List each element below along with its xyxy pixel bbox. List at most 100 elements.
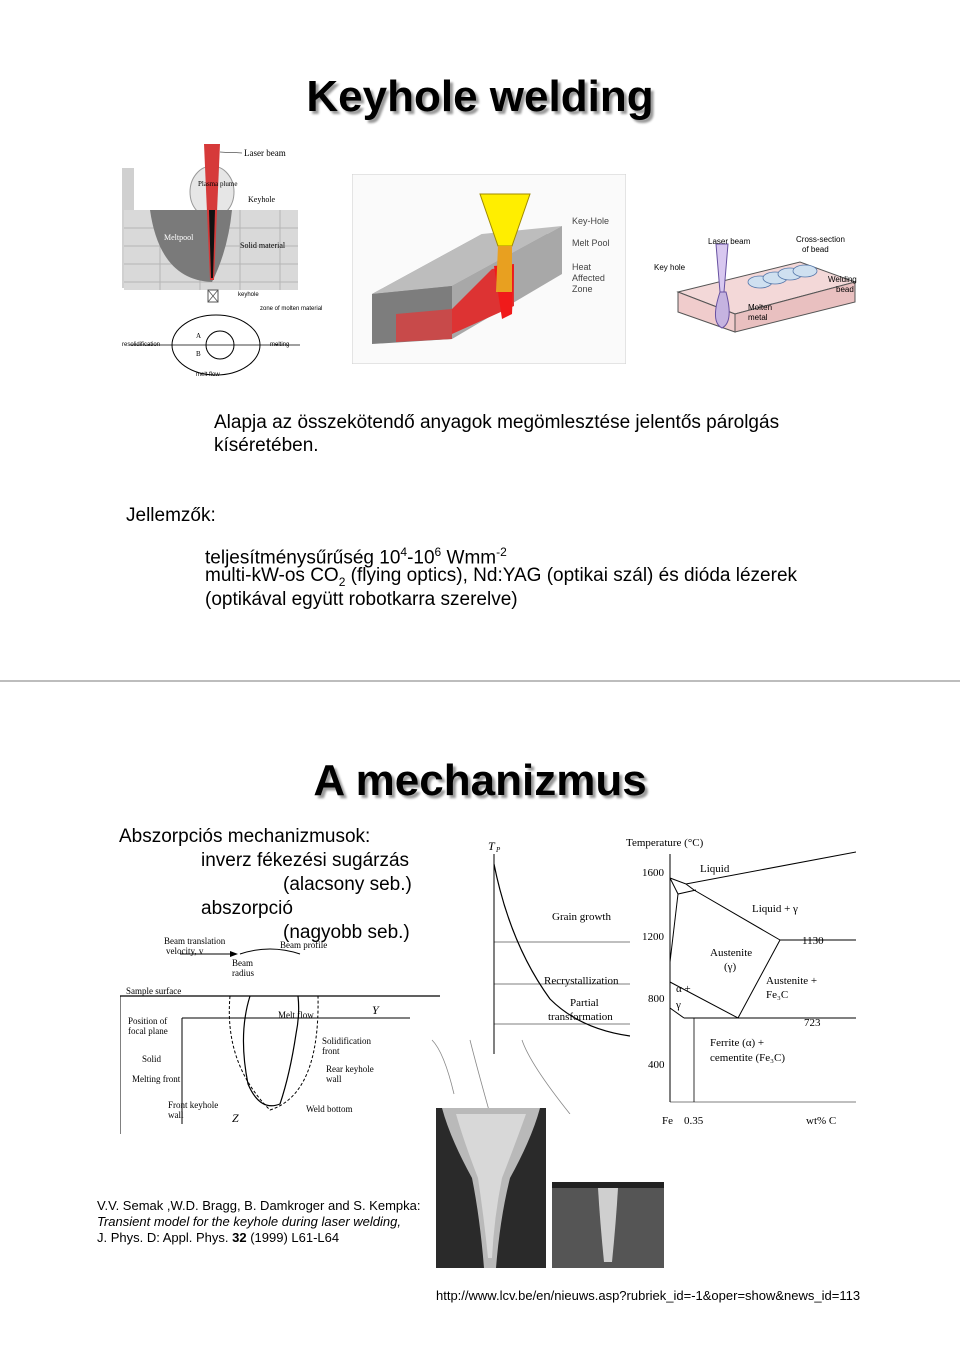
weld-micrograph-large <box>436 1108 546 1268</box>
slide-title: Keyhole welding <box>0 72 960 122</box>
label-solidification-2: front <box>322 1046 340 1056</box>
label-melt-flow: melt flow <box>196 372 220 378</box>
label-resolidification: resolidification <box>122 342 160 348</box>
label-zone-molten: zone of molten material <box>260 306 322 312</box>
label-grain-growth: Grain growth <box>552 911 611 923</box>
intro-line-1: Alapja az összekötendő anyagok megömlesz… <box>214 411 779 434</box>
label-cross-section-2: of bead <box>802 245 829 254</box>
label-beam-translation: Beam translation <box>164 936 226 946</box>
label-sample-surface: Sample surface <box>126 986 181 996</box>
label-laser-beam-3: Laser beam <box>708 237 751 246</box>
label-solid-material: Solid material <box>240 241 286 250</box>
label-partial-1: Partial <box>570 997 599 1009</box>
reference-title: Transient model for the keyhole during l… <box>97 1214 401 1230</box>
label-key-hole: Key-Hole <box>572 216 609 226</box>
label-rear-wall-2: wall <box>326 1074 342 1084</box>
label-z-axis: Z <box>232 1111 239 1125</box>
tick-400: 400 <box>648 1059 665 1071</box>
label-front-wall-1: Front keyhole <box>168 1100 218 1110</box>
reference-journal: J. Phys. D: Appl. Phys. 32 (1999) L61-L6… <box>97 1230 339 1246</box>
tick-1130: 1130 <box>802 935 824 947</box>
label-welding-bead-2: bead <box>836 285 854 294</box>
temperature-profile-figure: T P Grain growth Recrystallization Parti… <box>430 824 630 1114</box>
label-tp-sub: P <box>495 846 501 854</box>
tick-800: 800 <box>648 993 665 1005</box>
fe-c-phase-diagram: Temperature (°C) Liquid Liquid + γ Auste… <box>624 832 856 1132</box>
weld-micrograph-small <box>552 1182 664 1268</box>
label-molten-1: Molten <box>748 303 772 312</box>
slide-keyhole-welding: Keyhole welding Laser beam Plasma plume … <box>0 0 960 682</box>
label-melting: melting <box>270 342 289 348</box>
reference-journal-name: J. Phys. D: Appl. Phys. <box>97 1230 232 1245</box>
label-position-1: Position of <box>128 1016 167 1026</box>
label-rear-wall-1: Rear keyhole <box>326 1064 374 1074</box>
label-recrystallization: Recrystallization <box>544 975 619 987</box>
label-keyhole: Keyhole <box>248 195 276 204</box>
reference-authors: V.V. Semak ,W.D. Bragg, B. Damkroger and… <box>97 1198 420 1214</box>
label-wt-c: wt% C <box>806 1115 836 1127</box>
label-beam-radius-1: Beam <box>232 958 253 968</box>
label-melt-pool: Melt Pool <box>572 238 610 248</box>
keyhole-3d-figure: Key-Hole Melt Pool Heat Affected Zone <box>352 174 626 364</box>
reference-pages: (1999) L61-L64 <box>247 1230 340 1245</box>
label-front-wall-2: wall <box>168 1110 184 1120</box>
slide-mechanism: A mechanizmus Abszorpciós mechanizmusok:… <box>0 684 960 1367</box>
reference-volume: 32 <box>232 1230 246 1245</box>
label-velocity: velocity, v <box>166 946 204 956</box>
label-b: B <box>196 350 201 358</box>
intro-line-2: kíséretében. <box>214 434 319 457</box>
label-ferrite-2: cementite (Fe₃C) <box>710 1052 785 1064</box>
label-solidification-1: Solidification <box>322 1036 371 1046</box>
feature1-exp3: -2 <box>496 545 507 559</box>
source-url[interactable]: http://www.lcv.be/en/nieuws.asp?rubriek_… <box>436 1288 860 1304</box>
tick-1200: 1200 <box>642 931 665 943</box>
feature-robot: (optikával együtt robotkarra szerelve) <box>205 588 518 611</box>
label-beam-profile: Beam profile <box>280 940 327 950</box>
label-liquid: Liquid <box>700 863 730 875</box>
absorption-item-1-note: (alacsony seb.) <box>283 873 412 896</box>
label-solid: Solid <box>142 1054 162 1064</box>
label-austenite-fe3c-1: Austenite + <box>766 975 817 987</box>
keyhole-schematic-figure: Laser beam Plasma plume Keyhole Meltpool… <box>120 140 340 380</box>
label-melt-flow-2: Melt flow <box>278 1010 314 1020</box>
label-ferrite-1: Ferrite (α) + <box>710 1037 764 1049</box>
label-molten-2: metal <box>748 313 768 322</box>
tick-035: 0.35 <box>684 1115 704 1127</box>
welding-bead-figure: Laser beam Cross-section of bead Key hol… <box>650 232 868 336</box>
label-meltpool: Meltpool <box>164 233 194 242</box>
tick-1600: 1600 <box>642 867 665 879</box>
slide-title-2: A mechanizmus <box>0 756 960 806</box>
label-cross-section-1: Cross-section <box>796 235 845 244</box>
tick-fe: Fe <box>662 1115 673 1127</box>
label-plasma-plume: Plasma plume <box>198 180 237 188</box>
label-haz-2: Affected <box>572 273 605 283</box>
absorption-item-2: abszorpció <box>201 897 293 920</box>
label-haz-3: Zone <box>572 284 593 294</box>
label-alpha-gamma-1: α + <box>676 983 691 995</box>
label-position-2: focal plane <box>128 1026 168 1036</box>
feature2-post: (flying optics), Nd:YAG (optikai szál) é… <box>345 565 797 586</box>
absorption-heading: Abszorpciós mechanizmusok: <box>119 825 370 848</box>
label-liquid-gamma: Liquid + γ <box>752 903 798 915</box>
liquidus-line <box>670 852 856 884</box>
label-alpha-gamma-2: γ <box>675 999 681 1011</box>
label-gamma: (γ) <box>724 961 737 973</box>
keyhole-model-figure: Beam translation velocity, v Beam radius… <box>120 934 440 1134</box>
features-colon: : <box>210 505 215 526</box>
label-y-axis: Y <box>372 1003 380 1017</box>
label-key-hole-3: Key hole <box>654 263 686 272</box>
label-laser-beam: Laser beam <box>244 148 286 158</box>
label-partial-2: transformation <box>548 1011 613 1023</box>
label-a: A <box>196 332 201 340</box>
features-label: Jellemzők <box>126 505 210 526</box>
label-tp: T <box>488 839 496 853</box>
feature2-text: multi-kW-os CO <box>205 565 339 586</box>
label-welding-bead-1: Welding <box>828 275 857 284</box>
label-beam-radius-2: radius <box>232 968 254 978</box>
label-weld-bottom: Weld bottom <box>306 1104 353 1114</box>
absorption-item-1: inverz fékezési sugárzás <box>201 849 409 872</box>
label-melting-front: Melting front <box>132 1074 181 1084</box>
tick-723: 723 <box>804 1017 821 1029</box>
label-austenite-fe3c-2: Fe₃C <box>766 989 788 1001</box>
label-keyhole-small: keyhole <box>238 292 259 298</box>
